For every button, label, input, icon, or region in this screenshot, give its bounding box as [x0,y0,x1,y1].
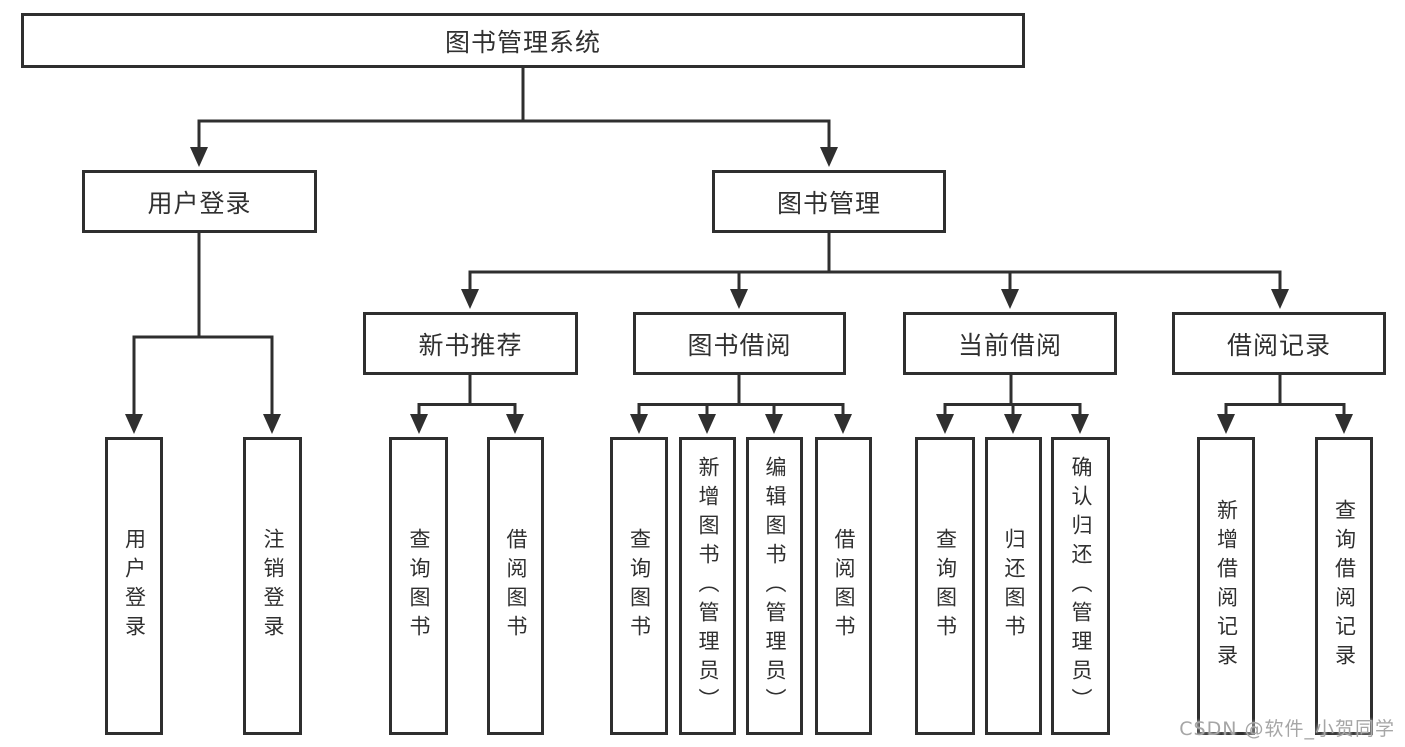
leaf-edit-books-admin-label: 编辑图书（管理员） [763,455,787,717]
leaf-borrow-books-label: 借阅图书 [832,528,856,644]
node-borrowing-records: 借阅记录 [1172,312,1386,375]
leaf-query-books-borrow: 查询图书 [610,437,668,735]
leaf-return-books: 归还图书 [985,437,1042,735]
node-user-login-label: 用户登录 [147,188,252,218]
leaf-edit-books-admin: 编辑图书（管理员） [746,437,803,735]
node-library-management-system: 图书管理系统 [21,13,1025,68]
leaf-logout: 注销登录 [243,437,302,735]
leaf-query-borrow-record-label: 查询借阅记录 [1332,499,1357,673]
leaf-confirm-return-admin-label: 确认归还（管理员） [1069,455,1093,717]
csdn-watermark: CSDN @软件_小贺同学 [1179,718,1395,740]
node-current-borrowing: 当前借阅 [903,312,1117,375]
leaf-query-books-current: 查询图书 [915,437,975,735]
node-new-book-recommend-label: 新书推荐 [418,330,523,360]
leaf-user-login: 用户登录 [105,437,163,735]
node-book-borrowing-label: 图书借阅 [687,330,792,360]
node-borrowing-records-label: 借阅记录 [1226,330,1331,360]
leaf-add-books-admin: 新增图书（管理员） [679,437,736,735]
leaf-confirm-return-admin: 确认归还（管理员） [1051,437,1110,735]
leaf-borrow-books: 借阅图书 [815,437,872,735]
leaf-logout-label: 注销登录 [261,528,285,644]
node-current-borrowing-label: 当前借阅 [957,330,1062,360]
leaf-borrow-books-recommend-label: 借阅图书 [504,528,528,644]
leaf-borrow-books-recommend: 借阅图书 [487,437,544,735]
leaf-add-books-admin-label: 新增图书（管理员） [696,455,720,717]
leaf-query-books-recommend: 查询图书 [389,437,448,735]
leaf-return-books-label: 归还图书 [1002,528,1026,644]
node-user-login: 用户登录 [82,170,317,233]
leaf-query-books-borrow-label: 查询图书 [627,528,652,644]
leaf-add-borrow-record: 新增借阅记录 [1197,437,1255,735]
node-new-book-recommend: 新书推荐 [363,312,578,375]
node-library-management-system-label: 图书管理系统 [444,27,601,57]
leaf-add-borrow-record-label: 新增借阅记录 [1214,499,1239,673]
node-book-management: 图书管理 [712,170,946,233]
leaf-user-login-label: 用户登录 [122,528,147,644]
leaf-query-borrow-record: 查询借阅记录 [1315,437,1373,735]
leaf-query-books-recommend-label: 查询图书 [407,528,431,644]
node-book-borrowing: 图书借阅 [633,312,846,375]
node-book-management-label: 图书管理 [776,188,881,218]
leaf-query-books-current-label: 查询图书 [933,528,958,644]
